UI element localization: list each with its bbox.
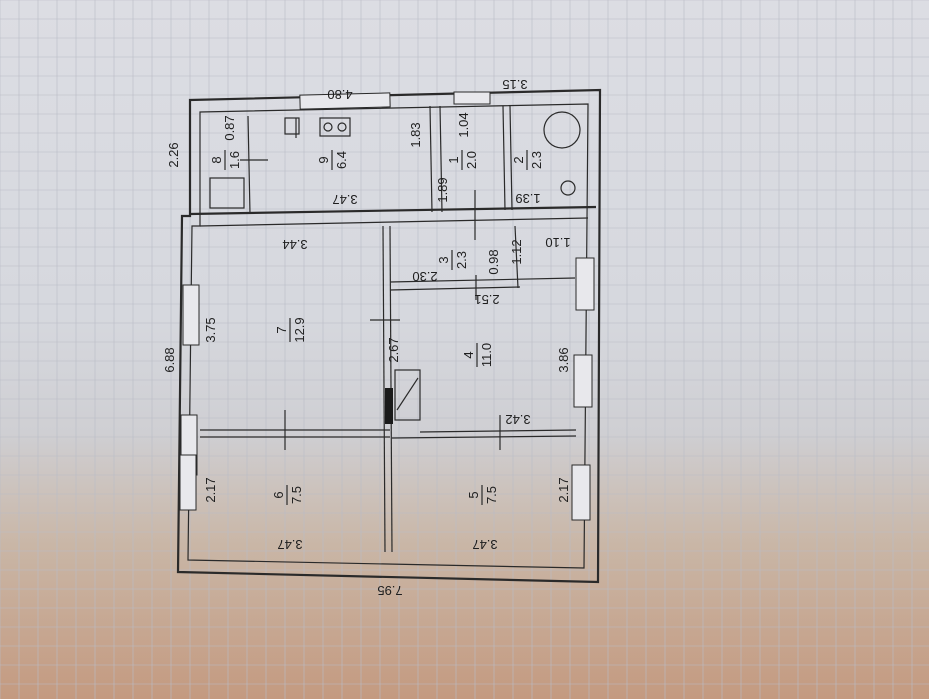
dim-139: 1.39 <box>515 191 540 206</box>
room-1-area: 2.0 <box>464 151 479 169</box>
room-5: 5 7.5 <box>466 485 499 505</box>
dim-top-right: 3.15 <box>502 77 527 92</box>
room-2: 2 2.3 <box>511 150 544 170</box>
room-4-area: 11.0 <box>479 343 494 367</box>
inner-wall-line <box>187 103 589 569</box>
sink <box>284 117 300 135</box>
dim-230: 2.30 <box>412 269 437 284</box>
dim-217-left: 2.17 <box>203 477 218 502</box>
wall-7-3 <box>382 225 386 553</box>
dim-098: 0.98 <box>486 249 501 274</box>
wall-3-4b <box>389 286 521 291</box>
room-6: 6 7.5 <box>271 485 304 505</box>
room-7: 7 12.9 <box>274 317 307 342</box>
room-8: 8 1.6 <box>209 150 242 170</box>
dim-top: 4.80 <box>327 87 352 102</box>
burner-icon <box>337 122 347 132</box>
room-3-number: 3 <box>436 256 451 263</box>
room-8-number: 8 <box>209 156 224 163</box>
window-right-1 <box>575 257 595 311</box>
dim-112: 1.12 <box>509 239 524 264</box>
wall-1-2b <box>509 105 513 211</box>
window-top <box>299 92 391 110</box>
wall-1-2 <box>502 105 506 211</box>
room-2-area: 2.3 <box>529 151 544 169</box>
toilet-icon <box>560 180 576 196</box>
dim-347-room5: 3.47 <box>472 537 497 552</box>
dim-left: 6.88 <box>162 347 177 372</box>
dim-110: 1.10 <box>545 235 570 250</box>
room-9-number: 9 <box>316 156 331 163</box>
stove <box>394 369 421 421</box>
annex-inner-wall <box>199 217 589 227</box>
room-5-area: 7.5 <box>484 486 499 504</box>
chimney <box>385 388 393 424</box>
dim-217-right: 2.17 <box>556 477 571 502</box>
room-2-number: 2 <box>511 156 526 163</box>
room-4-number: 4 <box>461 351 476 358</box>
room-1-number: 1 <box>446 156 461 163</box>
wall-3-4 <box>389 277 576 283</box>
room-4: 4 11.0 <box>461 343 494 367</box>
dim-347-kitchen: 3.47 <box>332 192 357 207</box>
dim-386: 3.86 <box>556 347 571 372</box>
window-right-2 <box>573 354 593 408</box>
dim-087: 0.87 <box>222 115 237 140</box>
room-3-area: 2.3 <box>454 251 469 269</box>
dim-267: 2.67 <box>386 337 401 362</box>
bathtub <box>209 177 245 209</box>
room-5-number: 5 <box>466 491 481 498</box>
room-9-area: 6.4 <box>334 151 349 169</box>
annex-wall <box>189 205 597 216</box>
room-6-number: 6 <box>271 491 286 498</box>
dim-347-room6: 3.47 <box>277 537 302 552</box>
dim-251: 2.51 <box>474 292 499 307</box>
wall-9-1b <box>439 105 443 213</box>
room-1: 1 2.0 <box>446 150 479 170</box>
burner-icon <box>323 122 333 132</box>
stove-line <box>396 377 419 411</box>
shower-icon <box>543 111 581 149</box>
dim-375: 3.75 <box>203 317 218 342</box>
outer-wall <box>176 88 602 584</box>
room-7-number: 7 <box>274 326 289 333</box>
window-right-3 <box>571 464 591 521</box>
wall-9-1 <box>429 105 433 213</box>
dim-104: 1.04 <box>456 112 471 137</box>
window-left-3 <box>179 454 197 511</box>
window-left-1 <box>182 284 200 346</box>
wall-4-5 <box>419 429 577 433</box>
room-3: 3 2.3 <box>436 250 469 270</box>
dim-342: 3.42 <box>505 412 530 427</box>
room-8-area: 1.6 <box>227 151 242 169</box>
plan-labels: 4.80 3.15 7.95 2.26 6.88 8 1.6 9 6.4 1 2… <box>162 77 571 598</box>
dim-189: 1.89 <box>435 177 450 202</box>
dim-183: 1.83 <box>408 122 423 147</box>
room-6-area: 7.5 <box>289 486 304 504</box>
wall-3-right <box>514 225 519 289</box>
wall-8-9 <box>247 115 251 215</box>
kitchen-stove <box>319 117 351 137</box>
floor-plan <box>176 88 602 584</box>
dim-bottom: 7.95 <box>377 583 402 598</box>
window-top-small <box>453 91 491 105</box>
dim-left-top: 2.26 <box>166 142 181 167</box>
room-9: 9 6.4 <box>316 150 349 170</box>
dimension-ticks <box>240 118 501 450</box>
dim-344: 3.44 <box>282 237 307 252</box>
room-7-area: 12.9 <box>292 317 307 342</box>
wall-4-5b <box>391 435 577 439</box>
